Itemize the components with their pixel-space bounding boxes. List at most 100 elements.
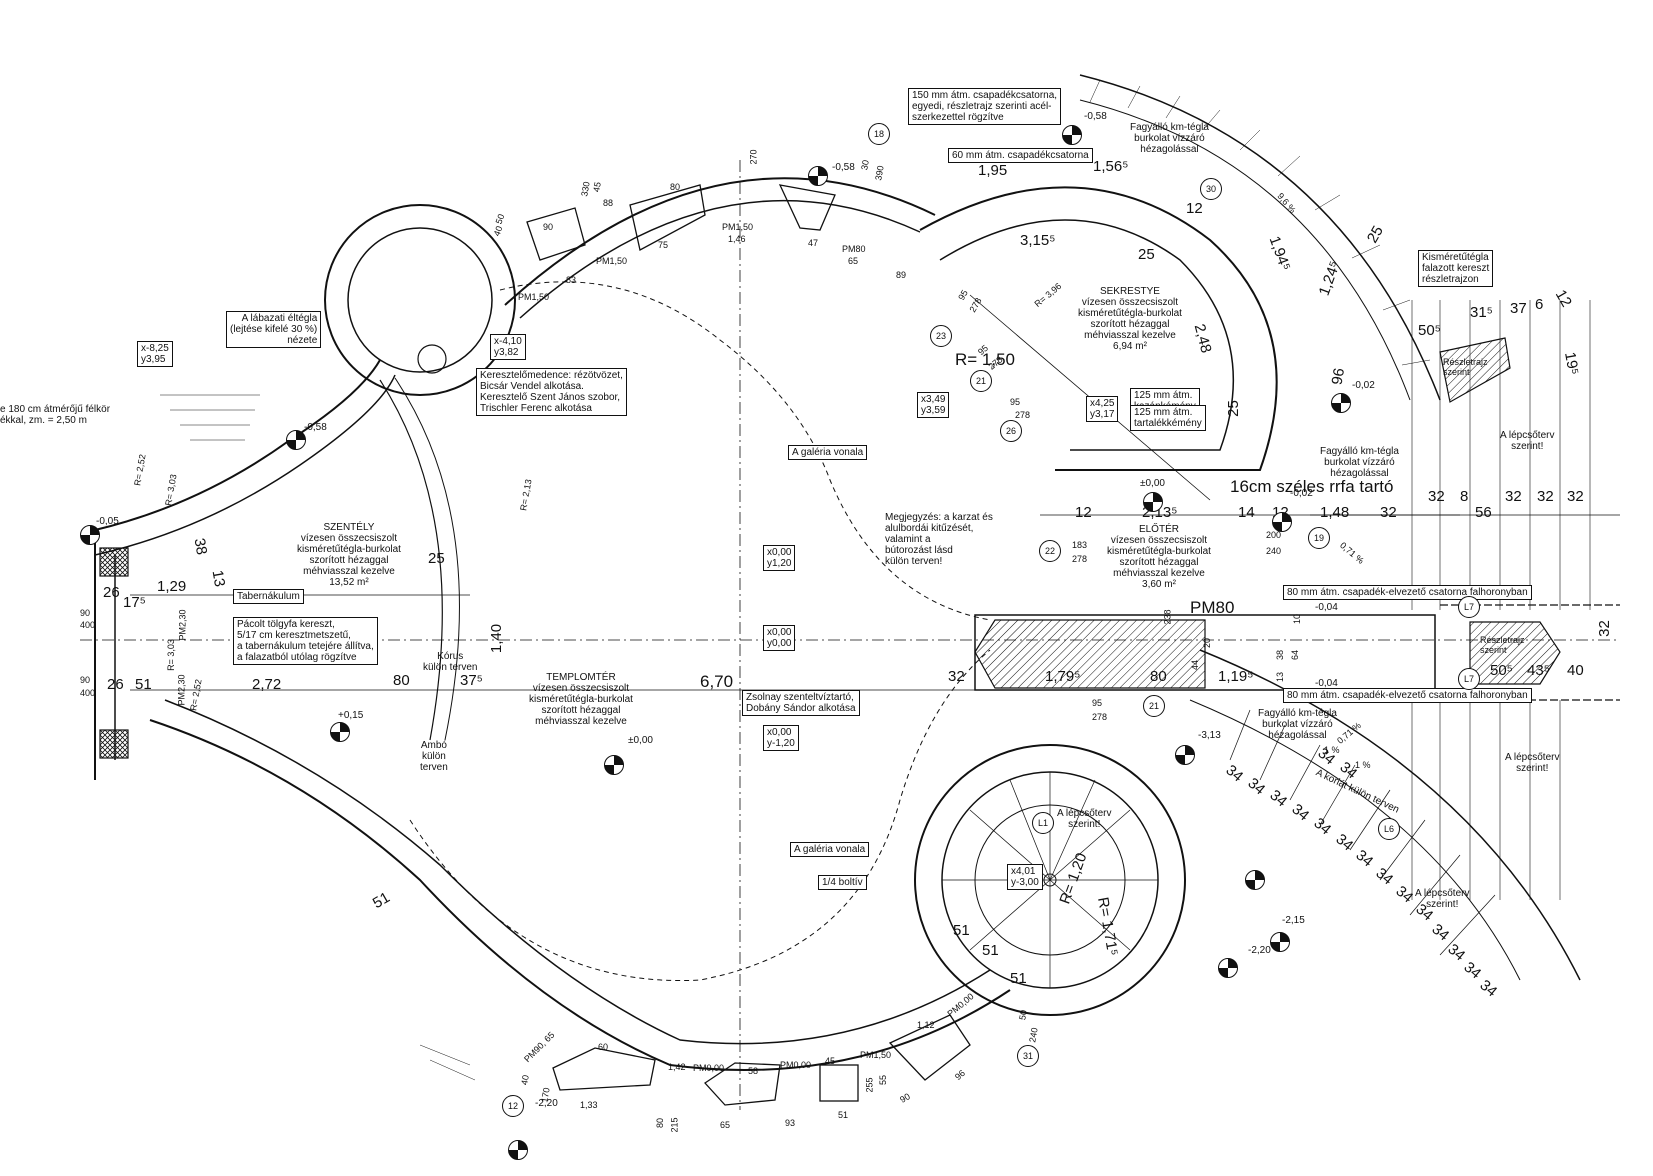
baptistry-wall [324, 204, 516, 396]
note-pm150a: PM1,50 [722, 222, 754, 232]
coord-x349: x3,49 y3,59 [917, 392, 950, 418]
upper-inner-wall [519, 200, 921, 319]
sanctuary-note: SZENTÉLY vízesen összecsiszolt kisméretű… [297, 522, 401, 588]
callout-22: 22 [1039, 540, 1061, 562]
note-pm230b: PM2,30 [176, 674, 187, 706]
dim-375b: 37 [1510, 300, 1527, 317]
coord-00-m12: x0,00 y-1,20 [763, 725, 799, 751]
sacristy-outer [919, 186, 1278, 471]
note-40b: 40 [519, 1074, 531, 1086]
entrance-threshold [974, 619, 1206, 689]
outer-terrace-arc [1079, 74, 1441, 401]
note-55: 55 [878, 1074, 889, 1086]
level-015: +0,15 [338, 710, 364, 721]
callout-26: 26 [1000, 420, 1022, 442]
dim-32c: 32 [1505, 488, 1522, 505]
level-220a: -2,20 [1248, 945, 1271, 956]
note-80c: 80 [655, 1117, 666, 1129]
note-88: 88 [603, 198, 614, 208]
note-60: 60 [598, 1042, 609, 1052]
note-83: 83 [566, 275, 577, 285]
level-marker-icon [508, 1140, 528, 1160]
note-400b: 400 [80, 688, 96, 698]
note-pm230a: PM2,30 [177, 609, 188, 641]
chimney2-note: 125 mm átm. tartalékkémény [1130, 405, 1206, 431]
lower-inner-wall [164, 699, 991, 1045]
note-278b: 278 [1092, 712, 1108, 722]
dim-1795: 1,79⁵ [1045, 668, 1081, 685]
dim-51d: 51 [982, 942, 999, 959]
detail-note-2: Részletrajz szerint [1480, 635, 1525, 655]
choir-note: Kórus külön terven [423, 651, 478, 673]
level-marker-icon [1270, 932, 1290, 952]
level-220b: -2,20 [535, 1098, 558, 1109]
level-marker-icon [1062, 125, 1082, 145]
note-90b: 90 [80, 608, 91, 618]
callout-21b: 21 [1143, 695, 1165, 717]
level-313: -3,13 [1198, 730, 1221, 741]
nave-note: TEMPLOMTÉR vízesen összecsiszolt kismére… [529, 672, 633, 727]
gutter150-note: 150 mm átm. csapadékcsatorna, egyedi, ré… [908, 88, 1062, 125]
dim-670: 6,70 [700, 672, 734, 691]
dim-505b: 50⁵ [1490, 662, 1513, 679]
note-13: 13 [1275, 671, 1286, 683]
dim-175: 17⁵ [123, 594, 146, 611]
level-marker-icon [604, 755, 624, 775]
stairplan-note-3: A lépcsőterv szerint! [1057, 808, 1112, 830]
level-marker-icon [1245, 870, 1265, 890]
dim-56: 56 [1475, 504, 1492, 521]
dim-32a: 32 [1380, 504, 1397, 521]
dim-32f: 32 [948, 668, 965, 685]
coord-x410: x-4,10 y3,82 [490, 334, 526, 360]
font-note: Keresztelőmedence: rézötvözet, Bicsár Ve… [476, 368, 627, 416]
note-45: 45 [591, 181, 603, 193]
dim-32e: 32 [1567, 488, 1584, 505]
dim-51e: 51 [1010, 970, 1027, 987]
dim-51c: 51 [953, 922, 970, 939]
baptistry-inner [347, 227, 493, 373]
level-002b: -0,02 [1290, 488, 1313, 499]
dim-38: 38 [190, 536, 211, 557]
note-58: 58 [748, 1066, 759, 1076]
note-pct5: 1 % [1324, 745, 1340, 755]
zsolnay-note: Zsolnay szenteltvíztartó, Dobány Sándor … [742, 690, 860, 716]
dim-14: 14 [1238, 504, 1255, 521]
level-058a: -0,58 [1084, 111, 1107, 122]
dim-25a: 25 [1138, 246, 1155, 263]
note-238: 238 [1162, 609, 1173, 625]
level-marker-icon [330, 722, 350, 742]
note-95: 95 [1092, 698, 1103, 708]
level-005: -0,05 [96, 516, 119, 527]
coord-x825: x-8,25 y3,95 [137, 341, 173, 367]
level-marker-icon [1218, 958, 1238, 978]
sacristy-inner [939, 219, 1235, 451]
level-002a: -0,02 [1352, 380, 1375, 391]
gallery-line-label-2: A galéria vonala [790, 842, 870, 857]
note-50b: 50 [1017, 1009, 1029, 1021]
note-pm80: PM80 [842, 244, 866, 254]
remark-note: Megjegyzés: a karzat és alulbordái kitűz… [885, 512, 993, 567]
note-200: 200 [1266, 530, 1282, 540]
rafter-note: 16cm széles rrfa tartó [1230, 477, 1394, 496]
dim-12d: 12 [1186, 200, 1203, 217]
frost-note-2: Fagyálló km-tégla burkolat vízzáró hézag… [1320, 446, 1399, 479]
note-pct3: 1 % [1355, 760, 1371, 770]
note-142: 1,42 [668, 1062, 686, 1072]
dim-505: 50⁵ [1418, 322, 1441, 339]
gallery-line-label: A galéria vonala [788, 445, 868, 460]
note-75: 75 [658, 240, 669, 250]
apse-arc [379, 379, 443, 741]
level-000a: ±0,00 [1140, 478, 1165, 489]
dim-51: 51 [135, 676, 152, 693]
level-004b: -0,04 [1315, 678, 1338, 689]
dim-r150: R= 1,50 [955, 350, 1016, 369]
small-brick-note: Kisméretűtégla falazott kereszt részletr… [1418, 250, 1494, 287]
note-30: 30 [859, 159, 871, 171]
note-pm150d: PM1,50 [860, 1050, 892, 1060]
callout-l7b: L7 [1458, 668, 1480, 690]
note-90c: 90 [80, 675, 91, 685]
note-240: 240 [1266, 546, 1282, 556]
dim-26b: 26 [107, 676, 124, 693]
callout-19: 19 [1308, 527, 1330, 549]
note-47: 47 [808, 238, 819, 248]
